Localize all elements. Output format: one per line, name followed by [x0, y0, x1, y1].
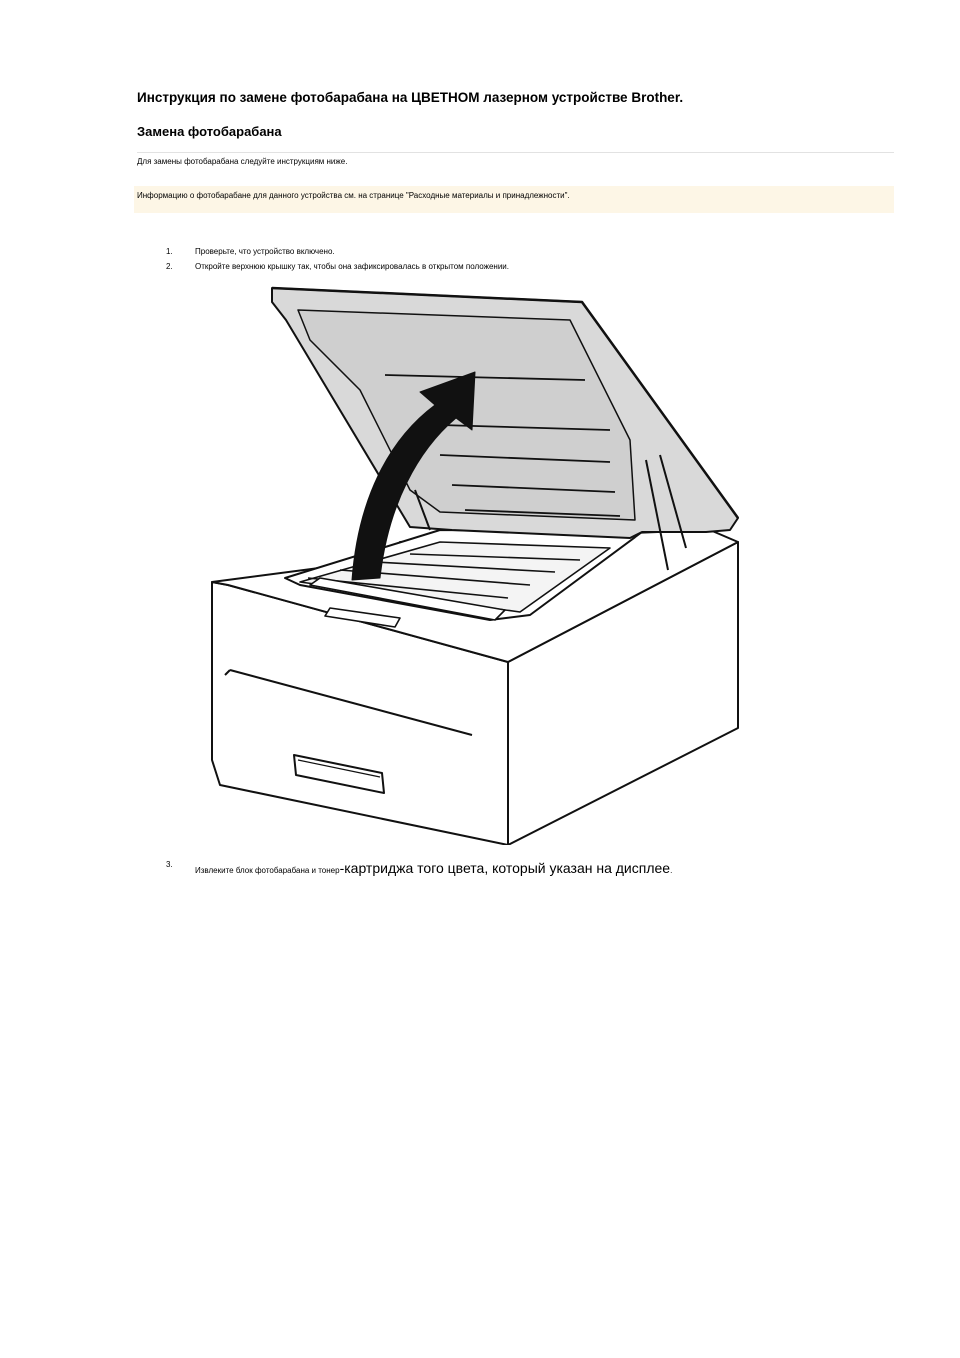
section-title: Замена фотобарабана	[137, 124, 282, 139]
step-text: Извлеките блок фотобарабана и тонер-карт…	[195, 860, 672, 876]
cover-strut	[645, 459, 669, 571]
step-text-part: -картриджа того цвета, который указан на…	[339, 860, 671, 876]
step-number: 2.	[166, 262, 173, 271]
printer-open-cover-illustration	[211, 286, 740, 845]
info-note: Информацию о фотобарабане для данного ус…	[134, 186, 894, 213]
intro-text: Для замены фотобарабана следуйте инструк…	[137, 157, 348, 166]
front-panel-line	[229, 669, 473, 736]
section-divider	[137, 152, 894, 153]
paper-tray-handle	[293, 754, 385, 794]
step-text-part: Извлеките блок фотобарабана и тонер	[195, 866, 340, 875]
front-panel-line	[224, 669, 231, 676]
page-title: Инструкция по замене фотобарабана на ЦВЕ…	[137, 90, 684, 105]
open-arrow	[351, 371, 476, 581]
step-text: Проверьте, что устройство включено.	[195, 247, 335, 256]
step-text-part: .	[670, 866, 673, 875]
step-number: 3.	[166, 860, 173, 869]
info-note-text: Информацию о фотобарабане для данного ус…	[137, 191, 570, 200]
drum-units	[299, 541, 611, 628]
cover-strut	[659, 454, 687, 549]
step-number: 1.	[166, 247, 173, 256]
step-text: Откройте верхнюю крышку так, чтобы она з…	[195, 262, 509, 271]
cover-strut	[414, 489, 431, 531]
